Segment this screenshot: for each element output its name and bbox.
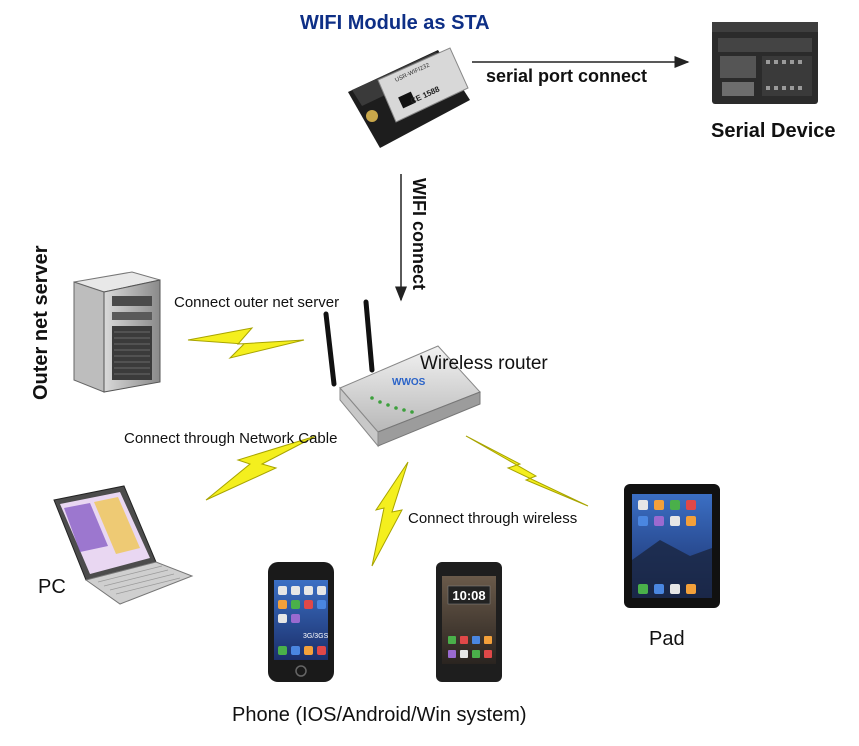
connect-network-cable-label: Connect through Network Cable <box>124 430 338 447</box>
phone-carrier-text: 3G/3GS <box>303 633 329 640</box>
lightning-server-icon <box>187 327 305 359</box>
serial-port-connect-label: serial port connect <box>486 66 648 86</box>
router-brand-text: WWOS <box>392 377 426 388</box>
lightning-phone-icon <box>371 461 409 567</box>
wifi-module-icon: USR-WIFI232 CE 1588 <box>348 47 470 148</box>
wireless-router-label: Wireless router <box>420 353 548 374</box>
wifi-connect-label: WIFI connect <box>409 178 429 290</box>
connect-outer-net-server-label: Connect outer net server <box>174 294 340 311</box>
diagram-title: WIFI Module as STA <box>300 12 490 34</box>
serial-device-icon <box>712 22 818 104</box>
pad-label: Pad <box>649 628 685 650</box>
ipad-icon <box>624 484 720 608</box>
lightning-pad-icon <box>465 435 589 507</box>
serial-device-label: Serial Device <box>711 120 836 142</box>
router-icon: WWOS <box>323 299 481 448</box>
laptop-icon <box>53 485 194 605</box>
outer-net-server-label: Outer net server <box>30 245 52 400</box>
htc-clock-text: 10:08 <box>452 588 485 603</box>
android-phone-icon: 10:08 <box>436 562 502 682</box>
pc-label: PC <box>38 576 66 598</box>
connect-wireless-label: Connect through wireless <box>408 510 578 527</box>
server-icon <box>73 271 161 393</box>
phone-label: Phone (IOS/Android/Win system) <box>232 704 527 726</box>
lightning-pc-icon <box>205 435 317 501</box>
iphone-icon: 3G/3GS <box>268 562 334 682</box>
